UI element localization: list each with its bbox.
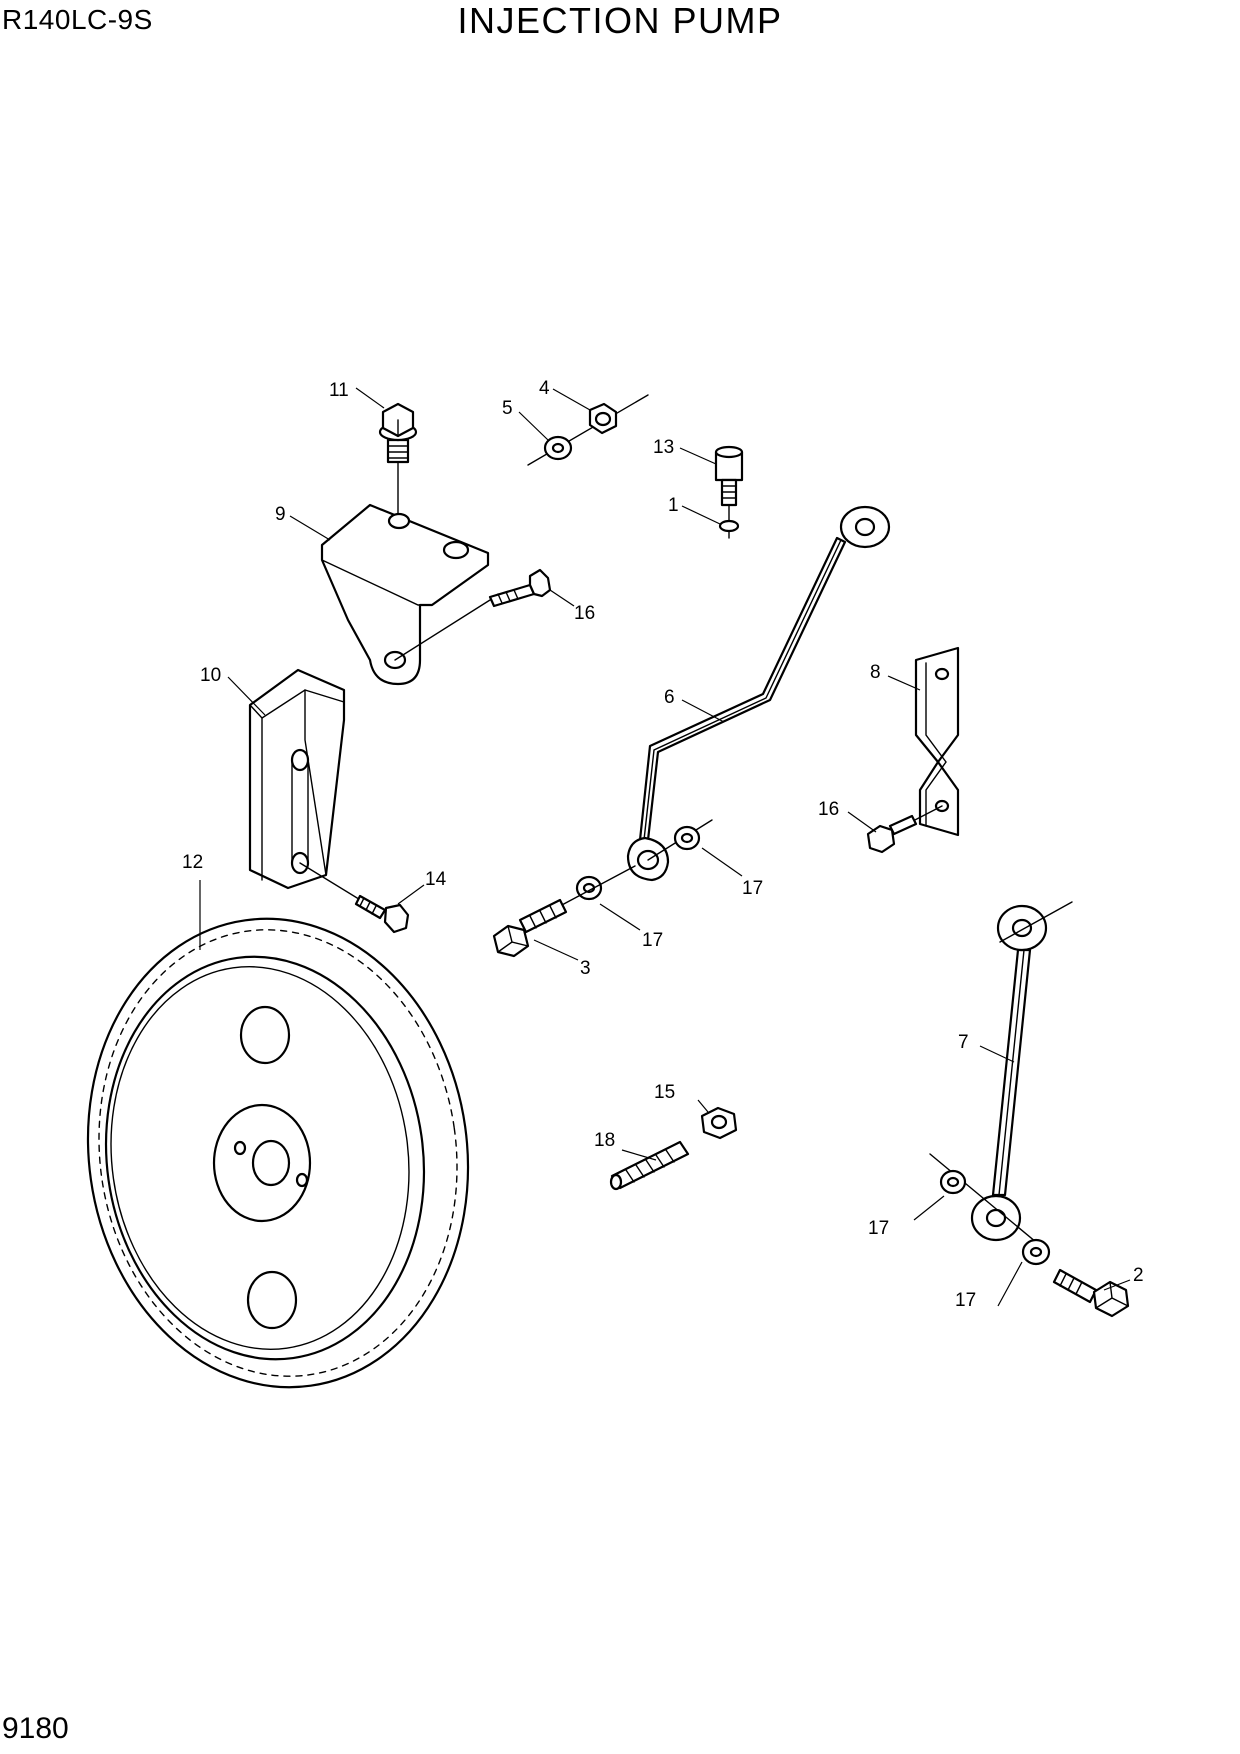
callout-10: 10 (200, 665, 221, 686)
callout-14: 14 (425, 869, 447, 890)
leader-lines (199, 387, 1131, 1307)
part-11-bolt (378, 402, 418, 521)
model-label: R140LC-9S (2, 4, 153, 35)
part-8-clamp (879, 646, 960, 839)
callout-16-lower: 16 (818, 799, 839, 820)
part-17-washer-b (559, 865, 636, 907)
callout-17-d: 17 (955, 1290, 976, 1311)
part-2-bolt (1052, 1268, 1130, 1318)
part-7-pipe (970, 901, 1073, 1242)
callout-4: 4 (539, 378, 550, 399)
callout-17-a: 17 (742, 878, 763, 899)
callout-3: 3 (580, 958, 591, 979)
part-3-bolt (492, 898, 568, 958)
callouts: 11 4 5 13 1 9 16 10 6 8 16 17 12 14 17 3… (182, 378, 1144, 1311)
callout-17-c: 17 (868, 1218, 889, 1239)
callout-8: 8 (870, 662, 881, 683)
part-14-bolt (299, 862, 410, 934)
callout-1: 1 (668, 495, 679, 516)
part-4-nut (527, 394, 649, 466)
part-5-washer (543, 435, 573, 461)
part-13-fitting (714, 445, 744, 507)
callout-12: 12 (182, 852, 203, 873)
callout-9: 9 (275, 504, 286, 525)
part-18-stud (609, 1140, 690, 1191)
callout-7: 7 (958, 1032, 969, 1053)
part-15-nut (700, 1106, 738, 1140)
callout-18: 18 (594, 1130, 615, 1151)
callout-13: 13 (653, 437, 674, 458)
part-17-washer-d (1021, 1238, 1051, 1266)
part-10-spacer (248, 668, 346, 890)
part-16-bolt-lower (866, 814, 918, 854)
part-17-washer-a (673, 825, 701, 851)
page-number: 9180 (2, 1712, 69, 1745)
callout-17-b: 17 (642, 930, 663, 951)
callout-2: 2 (1133, 1265, 1144, 1286)
part-17-washer-c (929, 1153, 1049, 1253)
callout-6: 6 (664, 687, 675, 708)
callout-16-upper: 16 (574, 603, 595, 624)
page-title: INJECTION PUMP (457, 0, 783, 41)
part-9-bracket (320, 503, 490, 686)
part-1-o-ring (718, 504, 740, 539)
part-12-gear (86, 917, 470, 1389)
callout-5: 5 (502, 398, 513, 419)
callout-15: 15 (654, 1082, 675, 1103)
callout-11: 11 (329, 380, 349, 401)
part-6-pipe (626, 505, 891, 882)
part-16-bolt-upper (394, 568, 552, 661)
